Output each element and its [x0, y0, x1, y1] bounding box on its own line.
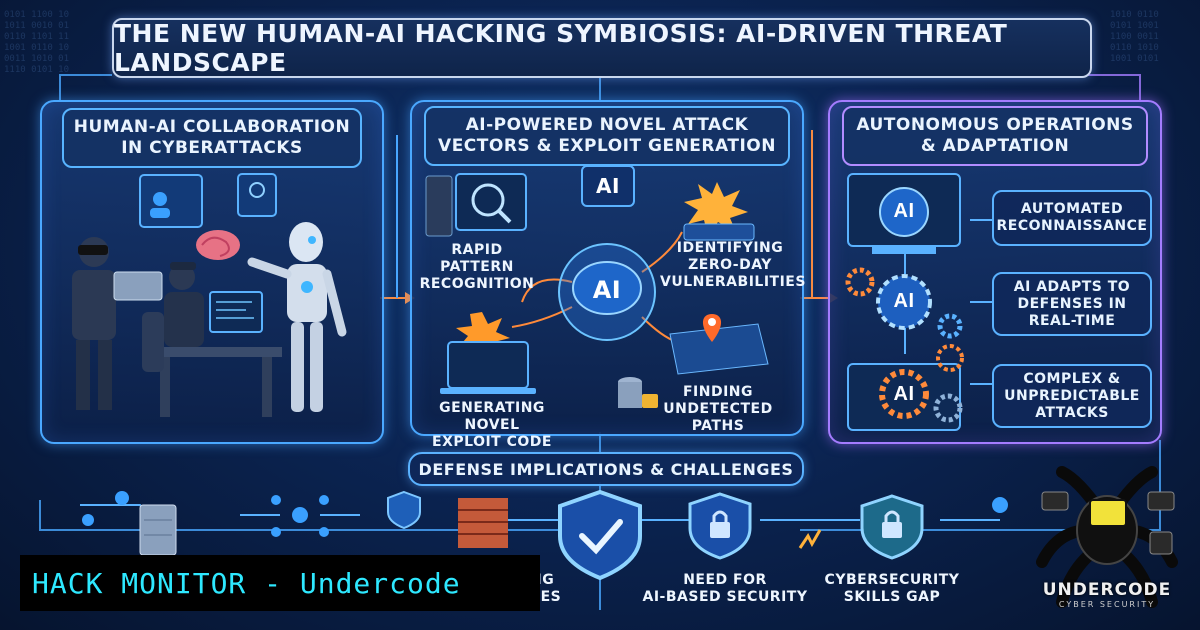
panel-autonomous-operations: AUTONOMOUS OPERATIONS & ADAPTATION AI AI…: [828, 100, 1162, 444]
middle-top-ai-badge: AI: [596, 174, 620, 198]
box-ai-adapts-defenses: AI ADAPTS TO DEFENSES IN REAL-TIME: [992, 272, 1152, 336]
panel-left-title-line2: IN CYBERATTACKS: [121, 138, 303, 158]
panel-right-header: AUTONOMOUS OPERATIONS & ADAPTATION: [842, 106, 1148, 166]
title-banner: THE NEW HUMAN-AI HACKING SYMBIOSIS: AI-D…: [112, 18, 1092, 78]
middle-center-ai-badge: AI: [592, 276, 622, 304]
binary-texture-right: 1010 0110 0101 1001 1100 0011 0110 1010 …: [1110, 10, 1159, 64]
logo-text: UNDERCODE: [1042, 580, 1172, 600]
panel-left-title-line1: HUMAN-AI COLLABORATION: [73, 117, 351, 137]
panel-middle-title-line1: AI-POWERED NOVEL ATTACK: [465, 115, 749, 135]
label-rapid-pattern-recognition: RAPID PATTERN RECOGNITION: [419, 242, 535, 292]
label-need-ai-security: NEED FOR AI-BASED SECURITY: [642, 572, 808, 605]
panel-middle-title-line2: VECTORS & EXPLOIT GENERATION: [438, 136, 776, 156]
right-ai-badge-1: AI: [893, 200, 915, 222]
panel-left-header: HUMAN-AI COLLABORATION IN CYBERATTACKS: [62, 108, 362, 168]
watermark-bar: HACK MONITOR - Undercode: [20, 555, 540, 611]
middle-panel-illustrations: [425, 165, 769, 408]
label-identifying-zero-day: IDENTIFYING ZERO-DAY VULNERABILITIES: [660, 240, 806, 290]
logo-subtext: CYBER SECURITY: [1058, 600, 1156, 609]
label-skills-gap: CYBERSECURITY SKILLS GAP: [824, 572, 960, 605]
hackers-robot-illustration: [72, 173, 347, 417]
undercode-octopus-logo: [1036, 466, 1178, 608]
panel-right-title-line1: AUTONOMOUS OPERATIONS: [856, 115, 1134, 135]
label-finding-undetected-paths: FINDING UNDETECTED PATHS: [663, 384, 773, 434]
panel-ai-powered-attack-vectors: AI-POWERED NOVEL ATTACK VECTORS & EXPLOI…: [410, 100, 806, 450]
box-automated-reconnaissance: AUTOMATED RECONNAISSANCE: [992, 190, 1152, 246]
defense-title: DEFENSE IMPLICATIONS & CHALLENGES: [418, 459, 794, 479]
panel-human-ai-collaboration: HUMAN-AI COLLABORATION IN CYBERATTACKS: [40, 100, 384, 444]
right-panel-illustrations: [845, 173, 992, 431]
label-generating-exploit-code: GENERATING NOVEL EXPLOIT CODE: [432, 400, 552, 450]
binary-texture-left: 0101 1100 10 1011 0010 01 0110 1101 11 1…: [4, 10, 70, 75]
box-complex-unpredictable-attacks: COMPLEX & UNPREDICTABLE ATTACKS: [992, 364, 1152, 428]
right-ai-badge-3: AI: [893, 383, 915, 405]
page-title: THE NEW HUMAN-AI HACKING SYMBIOSIS: AI-D…: [114, 19, 1008, 77]
watermark-text: HACK MONITOR - Undercode: [32, 566, 461, 600]
defense-section-header: DEFENSE IMPLICATIONS & CHALLENGES: [408, 452, 804, 486]
panel-right-title-line2: & ADAPTATION: [920, 136, 1070, 156]
right-ai-badge-2: AI: [893, 290, 915, 312]
logo-wordmark: UNDERCODE CYBER SECURITY: [1032, 580, 1182, 609]
